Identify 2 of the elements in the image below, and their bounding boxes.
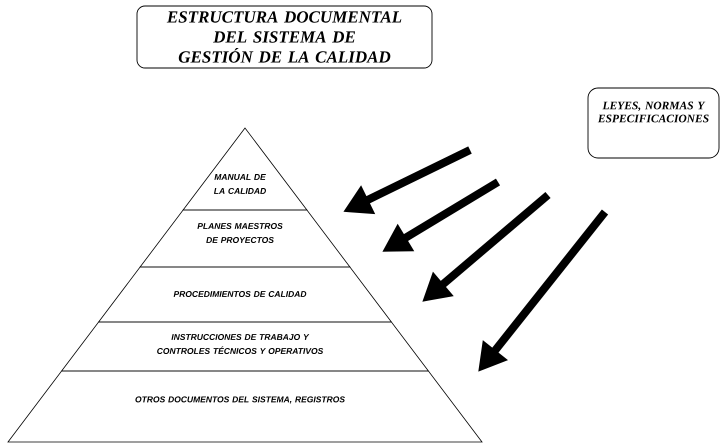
note-box: LEYES, NORMAS Y ESPECIFICACIONES [588,88,720,158]
title-box: ESTRUCTURA DOCUMENTAL DEL SISTEMA DE GESTIÓN DE LA CALIDAD [136,6,432,68]
